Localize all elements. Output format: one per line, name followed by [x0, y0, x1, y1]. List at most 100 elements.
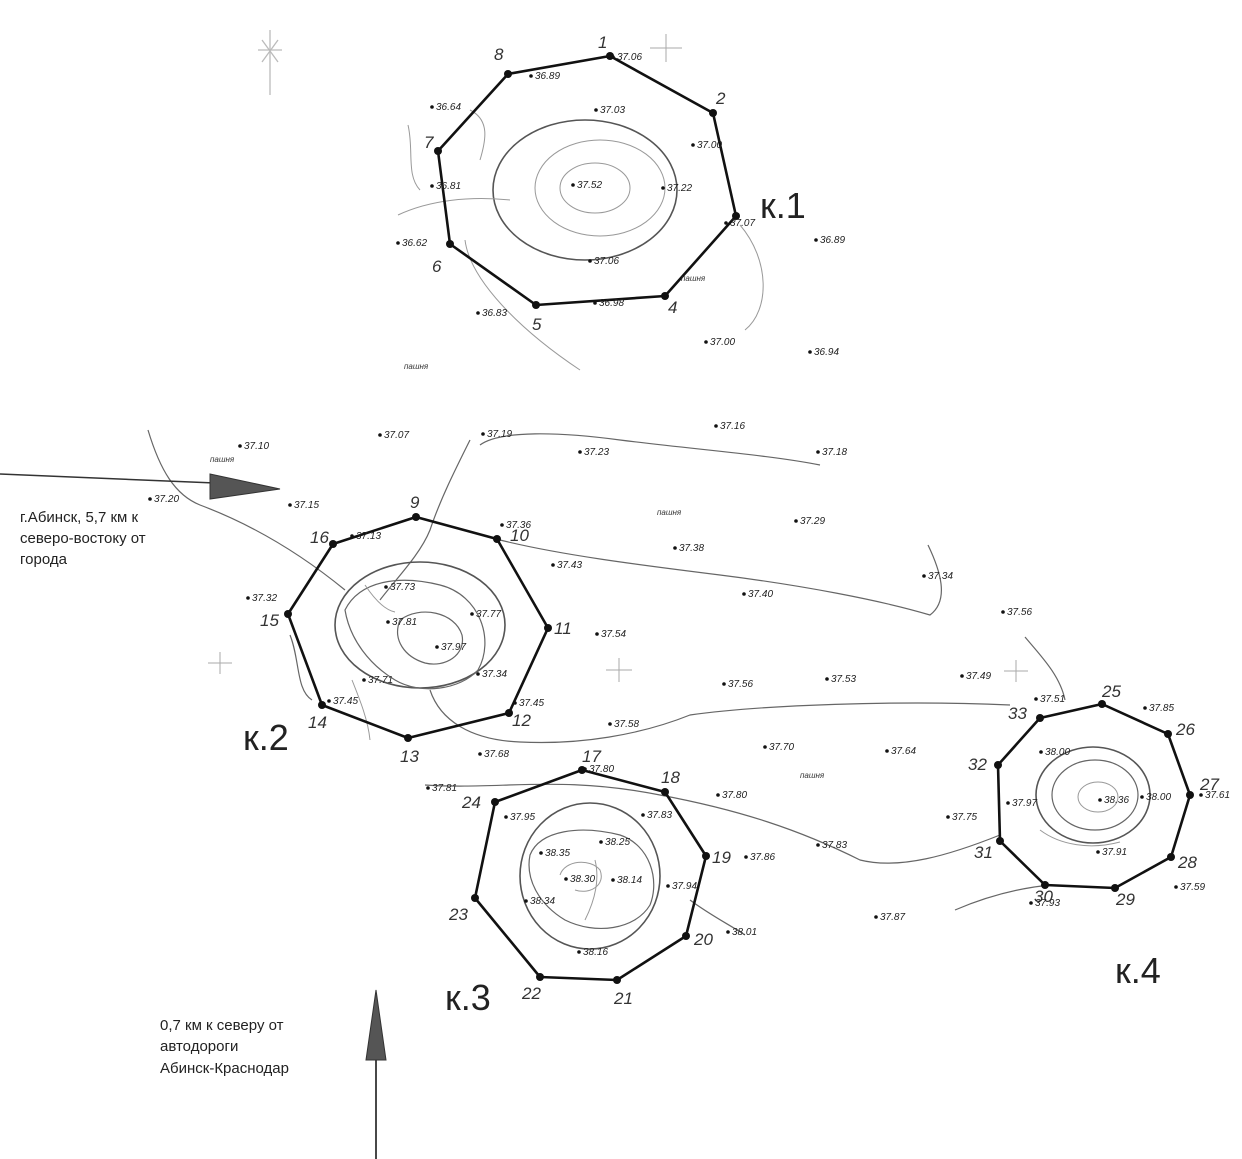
elevation-dot: [327, 699, 331, 703]
vertex-number: 24: [461, 793, 481, 812]
elevation-value: 37.06: [617, 52, 642, 63]
svg-text:Абинск-Краснодар: Абинск-Краснодар: [160, 1060, 289, 1077]
elevation-point: 37.56: [722, 679, 753, 690]
elevation-dot: [704, 340, 708, 344]
elevation-dot: [1098, 798, 1102, 802]
elevation-dot: [551, 563, 555, 567]
elevation-dot: [922, 574, 926, 578]
elevation-value: 37.18: [822, 447, 847, 458]
elevation-dot: [691, 143, 695, 147]
elevation-dot: [724, 221, 728, 225]
elevation-dot: [577, 950, 581, 954]
elevation-point: 37.51: [1034, 694, 1065, 705]
vertex-number: 25: [1101, 682, 1121, 701]
elevation-value: 38.30: [570, 874, 595, 885]
elevation-value: 37.07: [384, 430, 409, 441]
elevation-point: 37.43: [551, 560, 582, 571]
land-use-label: пашня: [681, 274, 706, 283]
elevation-dot: [362, 678, 366, 682]
elevation-value: 38.35: [545, 848, 570, 859]
elevation-point: 36.81: [430, 181, 461, 192]
elevation-dot: [1006, 801, 1010, 805]
elevation-dot: [608, 722, 612, 726]
mound-3-label: к.3: [445, 977, 491, 1018]
elevation-value: 37.38: [679, 543, 704, 554]
elevation-value: 37.32: [252, 593, 277, 604]
vertex-number: 27: [1199, 775, 1219, 794]
elevation-dot: [481, 432, 485, 436]
elevation-point: 37.49: [960, 671, 991, 682]
elevation-value: 37.86: [750, 852, 775, 863]
elevation-value: 37.80: [722, 790, 747, 801]
elevation-point: 37.83: [641, 810, 672, 821]
elevation-point: 37.94: [666, 881, 697, 892]
elevation-dot: [288, 503, 292, 507]
elevation-point: 37.20: [148, 494, 179, 505]
elevation-dot: [470, 612, 474, 616]
north-symbol-icon: [258, 30, 282, 95]
elevation-value: 37.80: [589, 764, 614, 775]
elevation-value: 37.97: [1012, 798, 1037, 809]
elevation-value: 38.36: [1104, 795, 1129, 806]
elevation-point: 36.62: [396, 238, 427, 249]
elevation-value: 38.01: [732, 927, 757, 938]
grid-crosses: [208, 34, 1028, 682]
elevation-point: 37.58: [608, 719, 639, 730]
elevation-point: 37.40: [742, 589, 773, 600]
elevation-value: 36.62: [402, 238, 427, 249]
elevation-dot: [430, 184, 434, 188]
elevation-dot: [504, 815, 508, 819]
elevation-dot: [571, 183, 575, 187]
elevation-dot: [430, 105, 434, 109]
land-use-label: пашня: [404, 362, 429, 371]
elevation-dot: [763, 745, 767, 749]
vertex-number: 6: [432, 257, 442, 276]
elevation-point: 37.97: [1006, 798, 1037, 809]
mound-4-boundary: [996, 702, 1192, 890]
elevation-point: 37.15: [288, 500, 319, 511]
vertex-number: 22: [521, 984, 541, 1003]
elevation-dot: [1034, 697, 1038, 701]
elevation-value: 36.94: [814, 347, 839, 358]
elevation-point: 37.56: [1001, 607, 1032, 618]
elevation-dot: [1199, 793, 1203, 797]
vertex-number: 14: [308, 713, 327, 732]
mound-4-label: к.4: [1115, 950, 1161, 991]
elevation-dot: [742, 592, 746, 596]
elevation-value: 36.81: [436, 181, 461, 192]
elevation-value: 37.34: [928, 571, 953, 582]
elevation-point: 37.38: [673, 543, 704, 554]
elevation-value: 37.45: [519, 698, 544, 709]
vertex-number: 8: [494, 45, 504, 64]
elevation-dot: [238, 444, 242, 448]
elevation-point: 37.68: [478, 749, 509, 760]
elevation-dot: [1143, 706, 1147, 710]
elevation-dot: [593, 301, 597, 305]
abinsk-note: г.Абинск, 5,7 км к северо-востоку от гор…: [20, 509, 146, 568]
elevation-value: 36.89: [535, 71, 560, 82]
elevation-dot: [726, 930, 730, 934]
mound-1-label: к.1: [760, 185, 806, 226]
elevation-value: 38.14: [617, 875, 642, 886]
elevation-dot: [1174, 885, 1178, 889]
elevation-point: 37.87: [874, 912, 905, 923]
elevation-value: 37.68: [484, 749, 509, 760]
vertex-number: 31: [974, 843, 993, 862]
elevation-dot: [611, 878, 615, 882]
vertex-dots: [284, 52, 1194, 984]
elevation-point: 37.18: [816, 447, 847, 458]
elevation-point: 37.70: [763, 742, 794, 753]
elevation-value: 37.95: [510, 812, 535, 823]
elevation-value: 37.91: [1102, 847, 1127, 858]
elevation-point: 37.59: [1174, 882, 1205, 893]
elevation-point: 37.07: [378, 430, 409, 441]
elevation-value: 37.45: [333, 696, 358, 707]
elevation-value: 37.19: [487, 429, 512, 440]
svg-text:северо-востоку от: северо-востоку от: [20, 530, 146, 547]
elevation-point: 37.10: [238, 441, 269, 452]
elevation-value: 37.07: [730, 218, 755, 229]
vertex-number: 4: [668, 298, 677, 317]
elevation-point: 37.36: [500, 520, 531, 531]
